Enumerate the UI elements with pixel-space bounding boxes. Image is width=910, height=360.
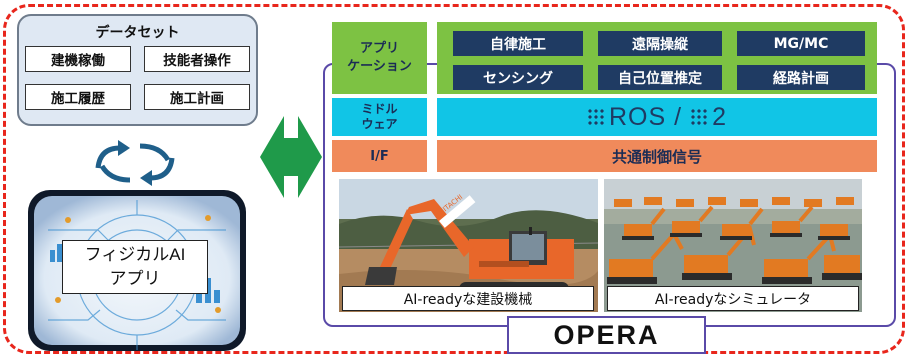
ros-logo-icon bbox=[586, 108, 605, 126]
common-control-signal: 共通制御信号 bbox=[437, 140, 877, 172]
app-item-sensing: センシング bbox=[453, 65, 583, 90]
outer-dashed-frame bbox=[3, 4, 905, 354]
middleware-label-line2: ウェア bbox=[361, 117, 398, 131]
dataset-title: データセット bbox=[95, 25, 180, 41]
app-item-remote-operation: 遠隔操縦 bbox=[598, 31, 722, 56]
ros2-text: 2 bbox=[712, 102, 728, 131]
cycle-arrows-icon bbox=[95, 140, 175, 186]
application-label-line1: アプリ bbox=[359, 41, 399, 56]
app-label-line2: アプリ bbox=[109, 269, 161, 288]
bidirectional-arrow-icon bbox=[260, 116, 322, 198]
simulator-caption: AI-readyなシミュレータ bbox=[607, 286, 859, 311]
ros-separator: / bbox=[674, 102, 683, 131]
ros-text: ROS bbox=[608, 102, 667, 131]
middleware-label-line1: ミドル bbox=[361, 102, 398, 116]
real-machine-caption: AI-readyな建設機械 bbox=[342, 286, 594, 311]
app-label-line1: フィジカルAI bbox=[84, 245, 186, 264]
dataset-box: データセット 建機稼働 技能者操作 施工履歴 施工計画 bbox=[17, 14, 258, 126]
app-item-path-planning: 経路計画 bbox=[737, 65, 865, 90]
app-item-mg-mc: MG/MC bbox=[737, 31, 865, 56]
application-label-line2: ケーション bbox=[347, 59, 412, 74]
dataset-item-construction-history: 施工履歴 bbox=[25, 84, 131, 110]
physical-ai-app-label: フィジカルAI アプリ bbox=[62, 240, 208, 294]
application-layer-label: アプリ ケーション bbox=[332, 22, 427, 94]
dataset-item-operator-skill: 技能者操作 bbox=[144, 46, 250, 72]
ros2-logo-icon bbox=[690, 108, 709, 126]
opera-platform-label: OPERA bbox=[507, 316, 706, 354]
interface-layer-label: I/F bbox=[332, 140, 427, 172]
middleware-layer: ROS / 2 bbox=[437, 98, 877, 136]
dataset-item-construction-plan: 施工計画 bbox=[144, 84, 250, 110]
app-item-localization: 自己位置推定 bbox=[598, 65, 722, 90]
dataset-item-machine-operation: 建機稼働 bbox=[25, 46, 131, 72]
middleware-layer-label: ミドル ウェア bbox=[332, 98, 427, 136]
app-item-autonomous-construction: 自律施工 bbox=[453, 31, 583, 56]
